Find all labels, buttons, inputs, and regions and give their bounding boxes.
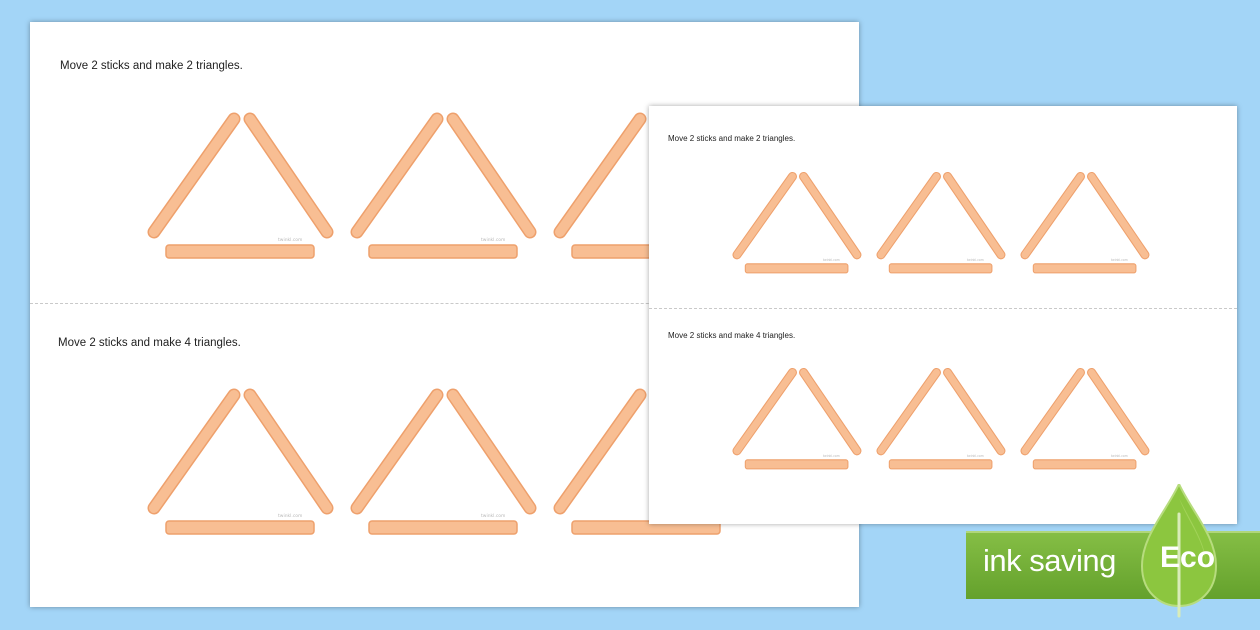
instruction-text: Move 2 sticks and make 4 triangles. (668, 331, 796, 340)
stick-left-fill (149, 114, 239, 237)
stick-watermark: twinkl.com (1111, 258, 1128, 262)
stick-bottom (571, 520, 721, 535)
stick-triangle: twinkl.com (1020, 171, 1150, 277)
stick-watermark: twinkl.com (481, 237, 505, 243)
stick-triangle: twinkl.com (350, 388, 537, 540)
stick-right-fill (448, 390, 535, 513)
stick-bottom (165, 520, 315, 535)
stick-triangle: twinkl.com (876, 367, 1006, 473)
stick-right-fill (1088, 369, 1149, 455)
stick-left-fill (149, 390, 239, 513)
stick-triangle: twinkl.com (876, 171, 1006, 277)
ink-saving-eco-badge: ink saving Eco (966, 484, 1260, 630)
ink-saving-text: ink saving (983, 543, 1116, 578)
stick-right-fill (800, 369, 861, 455)
stick-left-fill (733, 369, 796, 455)
stick-left-fill (1021, 369, 1084, 455)
stick-left-fill (555, 390, 645, 513)
stick-watermark: twinkl.com (1111, 454, 1128, 458)
stick-right-fill (245, 114, 332, 237)
stick-left-fill (877, 173, 940, 259)
stick-bottom (744, 459, 849, 470)
stick-bottom (368, 520, 518, 535)
stick-left-fill (1021, 173, 1084, 259)
stick-watermark: twinkl.com (823, 454, 840, 458)
stick-right-fill (944, 369, 1005, 455)
stick-watermark: twinkl.com (823, 258, 840, 262)
stick-left-fill (352, 390, 442, 513)
stick-right-fill (1088, 173, 1149, 259)
stick-right-fill (944, 173, 1005, 259)
stick-right-fill (448, 114, 535, 237)
stick-triangle: twinkl.com (350, 112, 537, 264)
instruction-text: Move 2 sticks and make 2 triangles. (668, 134, 796, 143)
stick-watermark: twinkl.com (481, 513, 505, 519)
stick-watermark: twinkl.com (278, 237, 302, 243)
stick-bottom (1032, 263, 1137, 274)
stick-triangle: twinkl.com (732, 367, 862, 473)
stick-watermark: twinkl.com (967, 258, 984, 262)
stick-bottom (165, 244, 315, 259)
stick-right-fill (800, 173, 861, 259)
stick-bottom (368, 244, 518, 259)
worksheet-page-front: Move 2 sticks and make 2 triangles. twin… (649, 106, 1237, 524)
stick-triangle: twinkl.com (732, 171, 862, 277)
stick-bottom (1032, 459, 1137, 470)
stick-left-fill (733, 173, 796, 259)
cut-line (30, 303, 859, 304)
stick-watermark: twinkl.com (967, 454, 984, 458)
eco-label: Eco (1160, 541, 1216, 574)
cut-line (649, 308, 1237, 309)
stick-left-fill (352, 114, 442, 237)
stick-triangle: twinkl.com (1020, 367, 1150, 473)
stick-bottom (888, 459, 993, 470)
stick-left-fill (555, 114, 645, 237)
stick-watermark: twinkl.com (278, 513, 302, 519)
stick-bottom (744, 263, 849, 274)
stick-right-fill (245, 390, 332, 513)
stick-triangle: twinkl.com (147, 112, 334, 264)
stick-left-fill (877, 369, 940, 455)
stick-bottom (888, 263, 993, 274)
instruction-text: Move 2 sticks and make 4 triangles. (58, 337, 241, 349)
instruction-text: Move 2 sticks and make 2 triangles. (60, 60, 243, 72)
leaf-icon (1140, 484, 1218, 618)
stick-triangle: twinkl.com (147, 388, 334, 540)
